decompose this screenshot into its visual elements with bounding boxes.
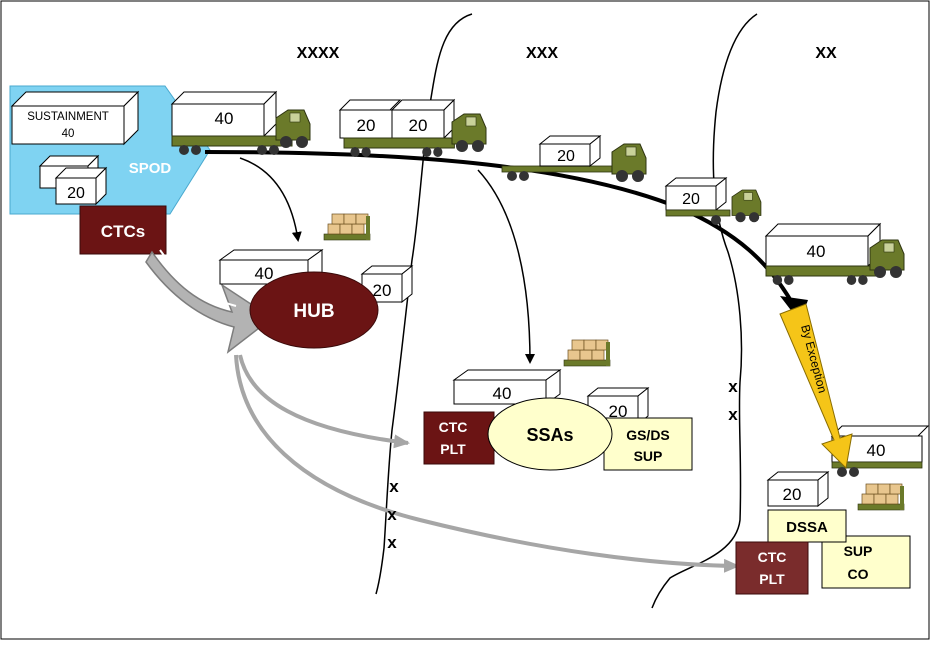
boundary-x-mark-1: x bbox=[389, 477, 399, 496]
hub-box-20-label: 20 bbox=[373, 281, 392, 300]
truck-b-left-label: 20 bbox=[357, 116, 376, 135]
sup-co-line2: CO bbox=[848, 566, 869, 582]
dssa-box bbox=[767, 509, 847, 543]
truck-b: 20 20 bbox=[338, 98, 487, 158]
dssa-box-20: 20 bbox=[766, 470, 830, 508]
truck-e-label: 40 bbox=[807, 242, 826, 261]
ssa-label: SSAs bbox=[526, 425, 573, 445]
echelon-corps-label: XXX bbox=[526, 45, 558, 62]
gsds-sup-line2: SUP bbox=[634, 448, 663, 464]
dssa-ctc-plt-box bbox=[735, 541, 809, 595]
sustainment-size: 40 bbox=[62, 128, 75, 140]
main-distribution-arrow bbox=[204, 150, 797, 309]
sustainment-40-container: SUSTAINMENT 40 bbox=[10, 90, 140, 146]
dssa-label: DSSA bbox=[786, 519, 828, 536]
truck-f-label: 40 bbox=[867, 441, 886, 460]
ssa-ctc-plt-line1: CTC bbox=[439, 419, 468, 435]
dssa-box-20-label: 20 bbox=[783, 485, 802, 504]
hub-box-40-label: 40 bbox=[255, 264, 274, 283]
sup-co-line1: SUP bbox=[844, 543, 873, 559]
echelon-division-label: XX bbox=[815, 45, 837, 62]
truck-e: 40 bbox=[764, 222, 905, 286]
boundary-x-mark-2: x bbox=[387, 505, 397, 524]
division-boundary-line bbox=[651, 13, 758, 609]
hub-node: 40 20 HUB bbox=[218, 249, 414, 349]
ssa-ctc-plt-box bbox=[423, 411, 495, 465]
ssa-box-20-label: 20 bbox=[609, 402, 628, 421]
boundary-x-mark-5: x bbox=[728, 405, 738, 424]
boundary-x-mark-3: x bbox=[387, 533, 397, 552]
ssa-box-40: 40 bbox=[452, 369, 562, 405]
truck-c: 20 bbox=[501, 134, 647, 183]
spod-node: SUSTAINMENT 40 20 SPOD bbox=[9, 85, 211, 215]
truck-d-label: 20 bbox=[682, 191, 700, 208]
truck-d: 20 bbox=[664, 176, 762, 225]
boundary-x-mark-4: x bbox=[728, 377, 738, 396]
gsds-sup-line1: GS/DS bbox=[626, 427, 670, 443]
truck-a-label: 40 bbox=[215, 109, 234, 128]
echelon-theater-label: XXXX bbox=[297, 45, 340, 62]
hub-box-20: 20 bbox=[360, 264, 414, 304]
spod-box-20: 20 bbox=[54, 166, 108, 206]
truck-b-right-label: 20 bbox=[409, 116, 428, 135]
truck-c-label: 20 bbox=[557, 148, 575, 165]
sup-co-box bbox=[821, 535, 911, 589]
hub-label: HUB bbox=[293, 301, 334, 322]
dssa-ctc-plt-line2: PLT bbox=[759, 571, 785, 587]
arrow-to-ssa bbox=[477, 169, 535, 364]
hub-ellipse bbox=[249, 271, 379, 349]
arrow-hub-to-dssa bbox=[234, 354, 740, 573]
ctcs-label: CTCs bbox=[101, 222, 145, 241]
ctcs-to-hub-arrow bbox=[145, 249, 274, 354]
ctcs-box: CTCs bbox=[79, 205, 167, 255]
ssa-cluster: 40 20 GS/DS SUP CTC PLT SSAs bbox=[423, 369, 693, 471]
ssa-ellipse bbox=[487, 397, 613, 471]
spod-box-20-label: 20 bbox=[67, 185, 85, 202]
gsds-sup-box bbox=[603, 417, 693, 471]
arrow-hub-to-ssa bbox=[238, 354, 410, 449]
ssa-ctc-plt-line2: PLT bbox=[440, 441, 466, 457]
dssa-ctc-plt-line1: CTC bbox=[758, 549, 787, 565]
dssa-cluster: 20 SUP CO DSSA CTC PLT bbox=[735, 470, 911, 595]
arrow-to-hub bbox=[239, 157, 302, 242]
sustainment-label: SUSTAINMENT bbox=[27, 111, 109, 123]
truck-a: 40 bbox=[170, 90, 311, 156]
truck-f: 40 bbox=[830, 425, 930, 477]
ssa-box-40-label: 40 bbox=[493, 384, 512, 403]
corps-boundary-line bbox=[375, 13, 473, 595]
spod-label: SPOD bbox=[129, 160, 172, 177]
